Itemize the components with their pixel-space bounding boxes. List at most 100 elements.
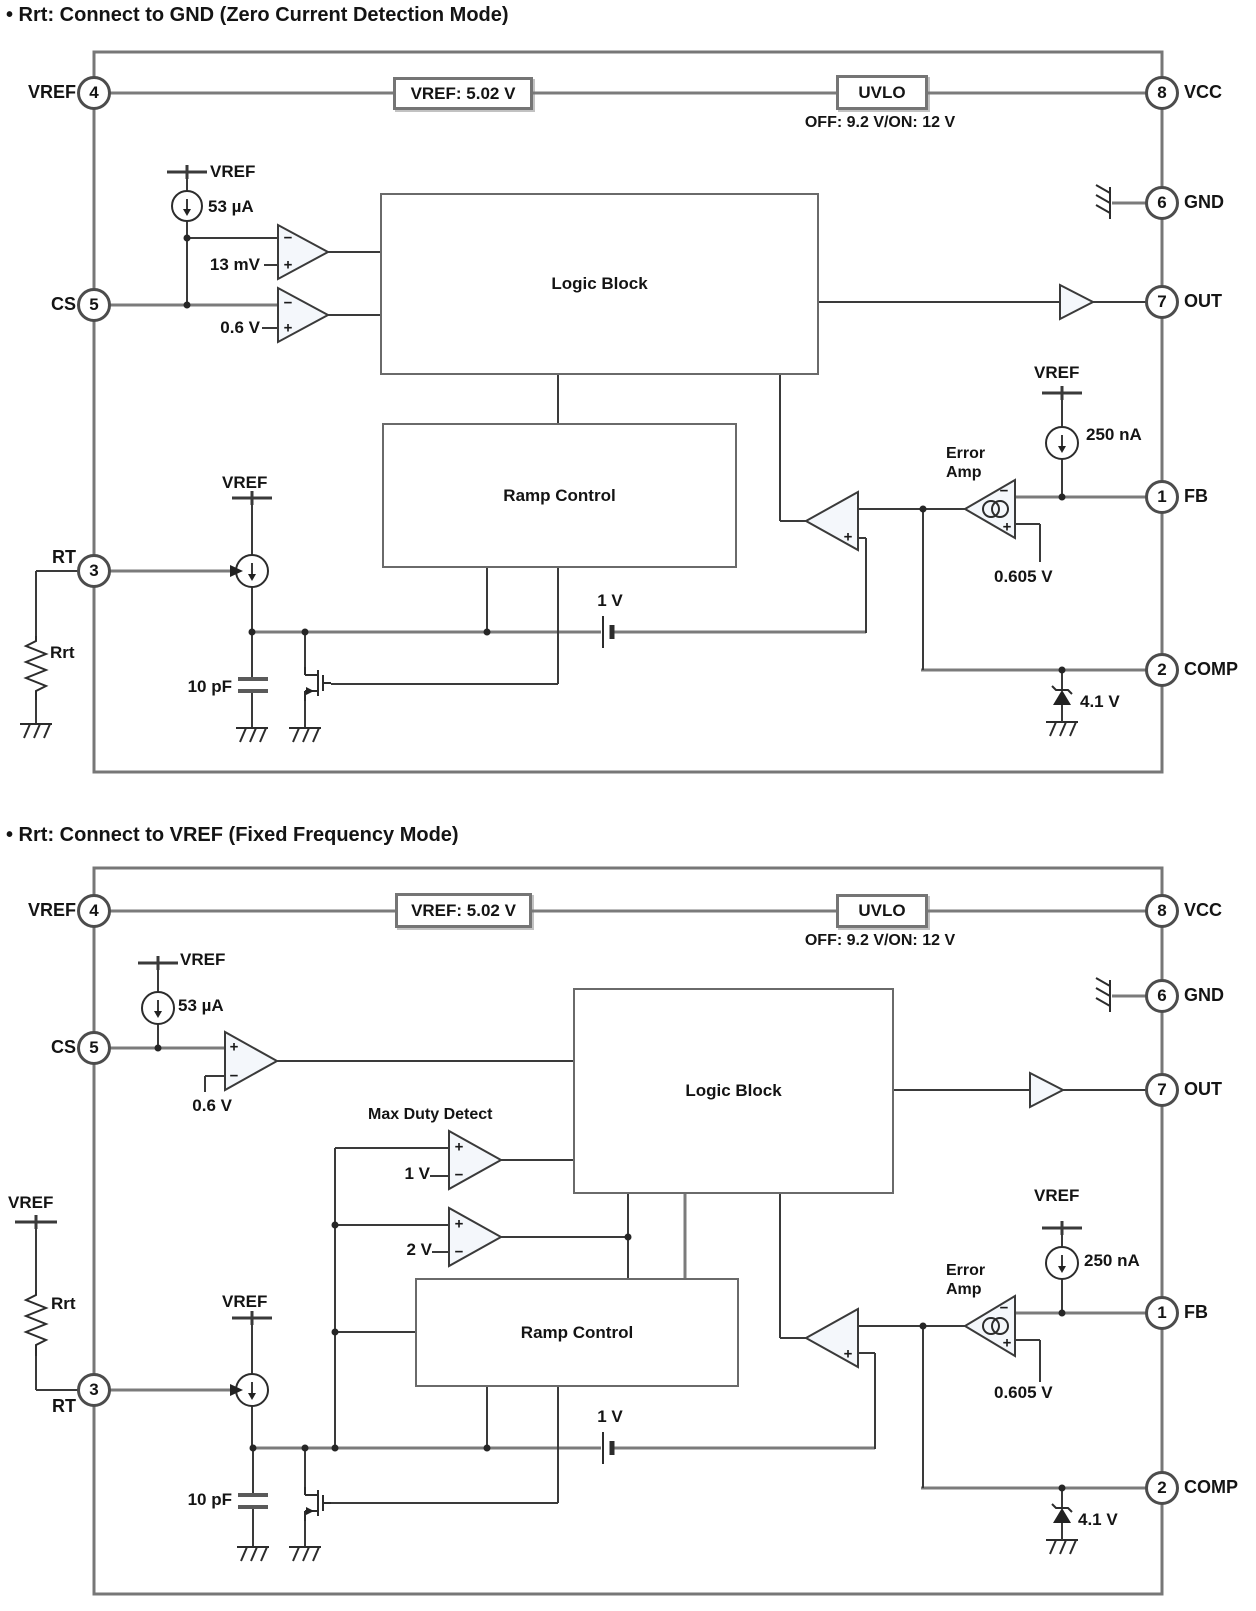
pin-label-gnd: GND (1184, 192, 1224, 212)
minus-sign: − (283, 229, 293, 247)
ground-icon (1046, 1539, 1078, 1555)
plus-sign: + (843, 1345, 853, 1363)
pin-label-rt: RT (52, 1396, 76, 1416)
pin-label-vref: VREF (27, 82, 76, 102)
junction-dots (154, 1044, 1066, 1492)
cs-comparator (224, 1030, 280, 1092)
pin-8-vcc: 8 (1145, 894, 1179, 928)
minus-sign: − (999, 482, 1009, 500)
pin-7-out: 7 (1145, 1073, 1179, 1107)
ramp-control-box: Ramp Control (382, 423, 737, 568)
ground-icon (289, 727, 321, 743)
duty-comparator-1v (448, 1129, 504, 1191)
label-13mv: 13 mV (209, 255, 260, 274)
mosfet (304, 1487, 331, 1521)
label-53ua: 53 µA (208, 197, 254, 216)
plus-sign: + (843, 528, 853, 546)
label-duty-2v: 2 V (406, 1240, 432, 1259)
pin-label-vcc: VCC (1184, 82, 1223, 102)
label-rrt: Rrt (51, 1294, 76, 1313)
pin-3-rt: 3 (77, 1373, 111, 1407)
pin-2-comp: 2 (1145, 1471, 1179, 1505)
top-diagram-wiring (20, 50, 1164, 774)
arrowhead (230, 565, 243, 577)
resistor-rrt (23, 1290, 49, 1356)
ground-icon (1046, 721, 1078, 737)
ic-outline (92, 50, 1164, 774)
ground-icon (289, 1546, 321, 1562)
capacitor-10pf (238, 677, 268, 693)
pin-5-cs: 5 (77, 288, 111, 322)
vref-rail-symbols (15, 956, 1082, 1325)
pin-5-cs: 5 (77, 1031, 111, 1065)
diagram-title-bottom: • Rrt: Connect to VREF (Fixed Frequency … (6, 824, 459, 846)
net-label-vref: VREF (222, 1292, 268, 1311)
label-06v: 0.6 V (220, 318, 260, 337)
net-label-vref: VREF (1034, 363, 1080, 382)
comparator-13mv (277, 223, 331, 281)
pin-6-gnd: 6 (1145, 186, 1179, 220)
zener-diode (1053, 690, 1071, 705)
pin-4-vref: 4 (77, 76, 111, 110)
label-41v: 4.1 V (1080, 692, 1120, 711)
vref-rail-symbols (167, 165, 1082, 505)
net-label-vref: VREF (8, 1193, 54, 1212)
minus-sign: − (229, 1067, 239, 1085)
pin-label-gnd: GND (1184, 985, 1224, 1005)
error-amp (963, 1294, 1016, 1358)
plus-sign: + (454, 1215, 464, 1233)
label-duty-1v: 1 V (404, 1164, 430, 1183)
capacitor-10pf (238, 1493, 268, 1509)
ramp-control-box: Ramp Control (415, 1278, 739, 1387)
vref-regulator-box: VREF: 5.02 V (395, 893, 532, 928)
pin-label-fb: FB (1184, 1302, 1208, 1322)
minus-sign: − (454, 1243, 464, 1261)
net-label-vref: VREF (1034, 1186, 1080, 1205)
plus-sign: + (283, 319, 293, 337)
logic-block-box: Logic Block (573, 988, 894, 1194)
label-250na: 250 nA (1086, 425, 1142, 444)
pwm-comparator (803, 1307, 859, 1369)
pin-1-fb: 1 (1145, 480, 1179, 514)
plus-sign: + (229, 1038, 239, 1056)
pin-7-out: 7 (1145, 285, 1179, 319)
mosfet (304, 667, 331, 701)
bottom-diagram-wiring (15, 866, 1164, 1596)
label-53ua: 53 µA (178, 996, 224, 1015)
minus-sign: − (454, 1166, 464, 1184)
uvlo-thresholds: OFF: 9.2 V/ON: 12 V (804, 114, 956, 131)
label-250na: 250 nA (1084, 1251, 1140, 1270)
uvlo-thresholds: OFF: 9.2 V/ON: 12 V (804, 932, 956, 949)
pin-2-comp: 2 (1145, 653, 1179, 687)
label-10pf: 10 pF (187, 1490, 232, 1509)
comparator-06v (277, 286, 331, 344)
error-amp (963, 478, 1016, 540)
resistor-rrt (23, 636, 49, 700)
pin-label-cs: CS (50, 1037, 76, 1057)
label-max-duty-detect: Max Duty Detect (368, 1106, 493, 1123)
pin-label-out: OUT (1184, 1079, 1222, 1099)
gnd-pin-ground-icon (1095, 184, 1111, 219)
arrowhead (230, 1384, 243, 1396)
ground-icon (237, 1546, 269, 1562)
pin-label-vcc: VCC (1184, 900, 1223, 920)
plus-sign: + (283, 256, 293, 274)
label-1v-battery: 1 V (597, 1407, 623, 1426)
net-label-vref: VREF (180, 950, 226, 969)
minus-sign: − (999, 1299, 1009, 1317)
vref-regulator-box: VREF: 5.02 V (393, 77, 533, 110)
pin-8-vcc: 8 (1145, 76, 1179, 110)
uvlo-box: UVLO (836, 75, 928, 110)
uvlo-box: UVLO (836, 894, 928, 928)
plus-sign: + (454, 1138, 464, 1156)
pin-label-vref: VREF (27, 900, 76, 920)
ic-outline (92, 866, 1164, 1596)
label-10pf: 10 pF (187, 677, 232, 696)
plus-sign: + (1002, 1334, 1012, 1352)
net-label-vref: VREF (210, 162, 256, 181)
duty-comparator-2v (448, 1206, 504, 1268)
output-buffer (1029, 1071, 1066, 1109)
